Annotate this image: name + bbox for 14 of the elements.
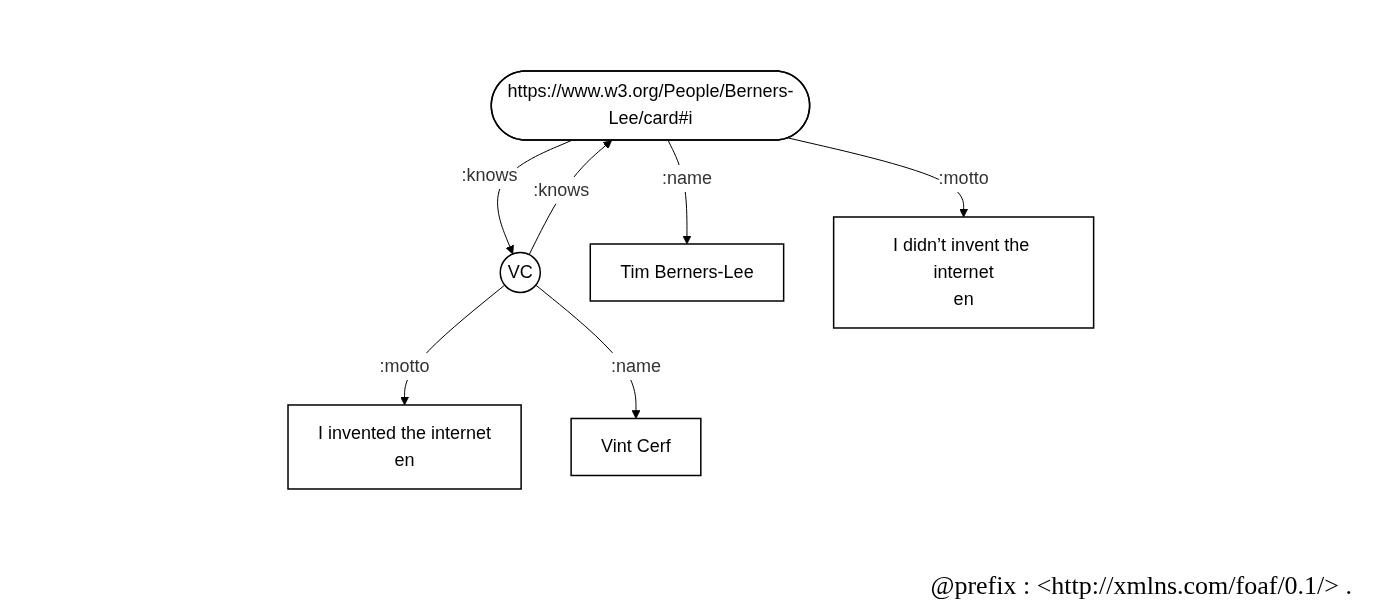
node-box: Tim Berners-Lee: [589, 243, 785, 302]
arrow: [788, 137, 969, 218]
node-circle: VC: [499, 251, 542, 294]
edge-label: :motto: [379, 355, 430, 376]
edge-label: :motto: [938, 168, 989, 188]
node-box: Vint Cerf: [570, 417, 702, 477]
node-box: I didn’t invent the internet en: [833, 216, 1095, 329]
node-box: I invented the internet en: [287, 404, 523, 490]
prefix-note: @prefix : <http://xmlns.com/foaf/0.1/> .: [930, 571, 1352, 601]
edge-label: :name: [662, 168, 713, 188]
edge-label: :knows: [533, 179, 590, 200]
edge-label: :name: [611, 355, 662, 376]
arrow: [528, 140, 613, 256]
edge-label: :knows: [461, 164, 518, 185]
